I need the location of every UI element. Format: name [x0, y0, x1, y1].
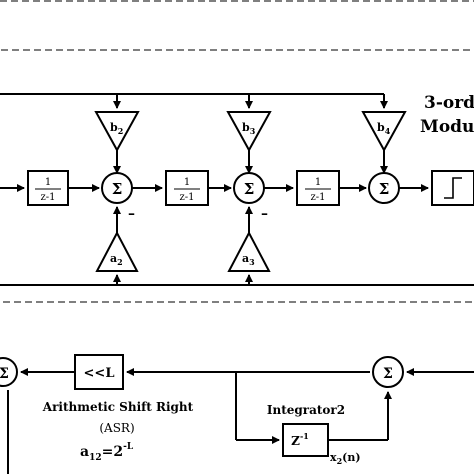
- bottom-sum-left-symbol: Σ: [0, 366, 9, 382]
- output-label: x2(n): [330, 451, 361, 466]
- gain-b3-triangle: [226, 111, 272, 153]
- gain-a2-triangle: [95, 230, 139, 272]
- integrator-2-num: 1: [184, 177, 190, 188]
- sum-3-symbol: Σ: [379, 180, 390, 198]
- gain-b2-triangle: [94, 111, 140, 153]
- integrator-1-num: 1: [45, 177, 51, 188]
- gain-b4-triangle: [361, 111, 407, 153]
- gain-a3-triangle: [227, 230, 271, 272]
- bottom-sum-right-symbol: Σ: [383, 366, 393, 382]
- integrator-3-den: z-1: [310, 192, 325, 203]
- asr-line2: (ASR): [99, 421, 134, 435]
- module-title-line1: 3-ord: [424, 93, 474, 113]
- shift-left-box: [74, 354, 124, 390]
- minus-sign-2: –: [261, 206, 268, 222]
- module-dashed-border: [0, 49, 474, 303]
- sum-1-symbol: Σ: [112, 180, 123, 198]
- delay-box: [282, 423, 329, 457]
- integrator-1-den: z-1: [40, 192, 55, 203]
- integrator-3-num: 1: [315, 177, 321, 188]
- sum-2-symbol: Σ: [244, 180, 255, 198]
- module-title-line2: Modu: [420, 117, 474, 137]
- bottom-sum-left: [0, 357, 18, 387]
- bottom-sum-right: [372, 356, 404, 388]
- quantizer-step-icon: [444, 177, 462, 199]
- shift-left-label: <<L: [84, 366, 115, 381]
- minus-sign-1: –: [128, 206, 135, 222]
- asr-line1: Arithmetic Shift Right: [42, 400, 194, 414]
- asr-formula: a12=2-L: [80, 442, 134, 463]
- integrator-2-den: z-1: [179, 192, 194, 203]
- integrator2-label: Integrator2: [267, 403, 345, 417]
